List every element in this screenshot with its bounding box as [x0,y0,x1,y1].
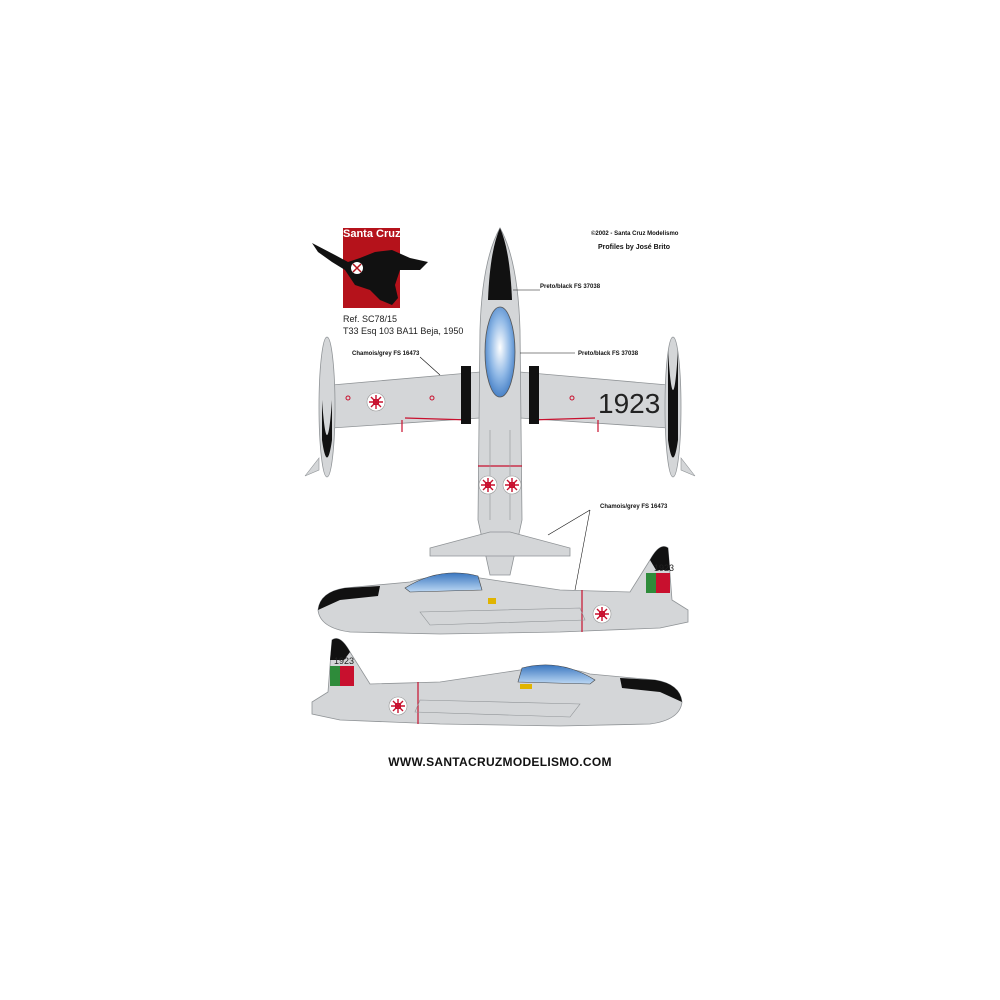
callout-grey-tail: Chamois/grey FS 16473 [600,504,668,510]
callout-grey-wing: Chamois/grey FS 16473 [352,351,420,357]
tail-serial-upper: 1923 [654,563,674,573]
brand-name-part3: Modelismo [400,228,461,240]
aircraft-top-view [304,227,696,576]
reference-code: Ref. SC78/15 [343,314,398,324]
aircraft-side-view-right [311,638,683,727]
callout-black-top: Preto/black FS 37038 [540,284,601,290]
brand-name: Santa Cruz Modelismo [343,228,461,240]
brand-mascot-graphic [312,243,428,305]
brand-name-part1: Santa [343,228,377,240]
brand-name-part2: Cruz [376,228,401,240]
wing-serial: 1923 [598,388,660,419]
aircraft-side-view-left [317,546,689,635]
reference-text: Ref. SC78/15 T33 Esq 103 BA11 Beja, 1950 [343,313,463,337]
copyright-text: ©2002 - Santa Cruz Modelismo [591,231,679,237]
tail-serial-lower: 1923 [334,656,354,666]
website-url: WWW.SANTACRUZMODELISMO.COM [388,755,612,769]
reference-description: T33 Esq 103 BA11 Beja, 1950 [343,326,464,336]
profiles-credit: Profiles by José Brito [598,244,670,251]
callout-black-wing: Preto/black FS 37038 [578,351,639,357]
